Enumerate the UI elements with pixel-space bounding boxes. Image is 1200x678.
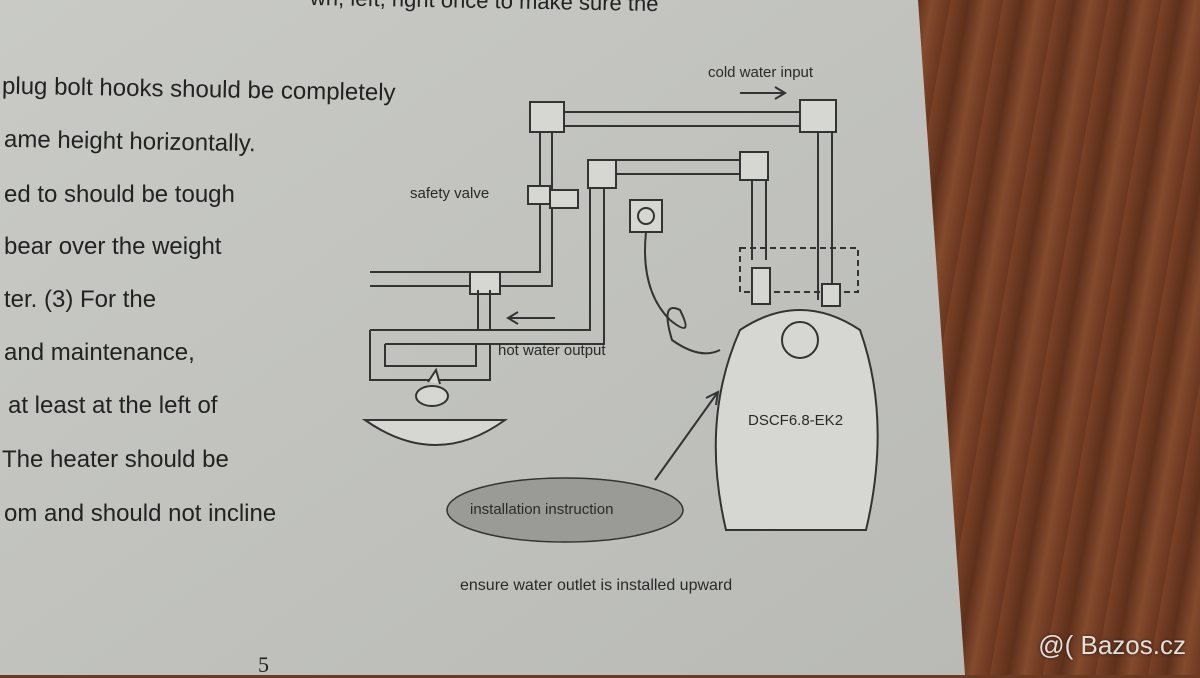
watermark-logo: @( Bazos.cz (1038, 630, 1186, 660)
mounting-bracket (739, 247, 859, 293)
safety-valve-label: safety valve (410, 185, 490, 202)
body-line-4: bear over the weight (4, 233, 222, 260)
page-number: 5 (258, 652, 269, 677)
body-line-2: ame height horizontally. (3, 125, 256, 158)
cold-water-input-label: cold water input (708, 64, 814, 81)
faucet-basin-icon (361, 367, 509, 446)
heater-model-label: DSCF6.8-EK2 (748, 412, 844, 429)
body-line-8: The heater should be (2, 446, 229, 473)
water-heater-icon (714, 267, 879, 531)
body-line-9: om and should not incline (4, 500, 277, 527)
hot-water-output-label: hot water output (498, 342, 606, 359)
caption: ensure water outlet is installed upward (460, 577, 733, 594)
socket-icon (629, 199, 721, 355)
body-line-6: and maintenance, (4, 339, 195, 366)
installation-instruction-label: installation instruction (470, 501, 614, 518)
safety-valve-icon (527, 185, 579, 209)
hot-arrow-icon (506, 311, 555, 325)
installation-callout (446, 477, 684, 543)
body-line-7: at least at the left of (8, 392, 218, 419)
body-line-3: ed to should be tough (4, 181, 235, 208)
cold-arrow-icon (740, 86, 787, 100)
body-line-5: ter. (3) For the (4, 286, 157, 313)
cold-water-pipe (370, 99, 837, 300)
pointer-arrow-icon (654, 390, 720, 481)
